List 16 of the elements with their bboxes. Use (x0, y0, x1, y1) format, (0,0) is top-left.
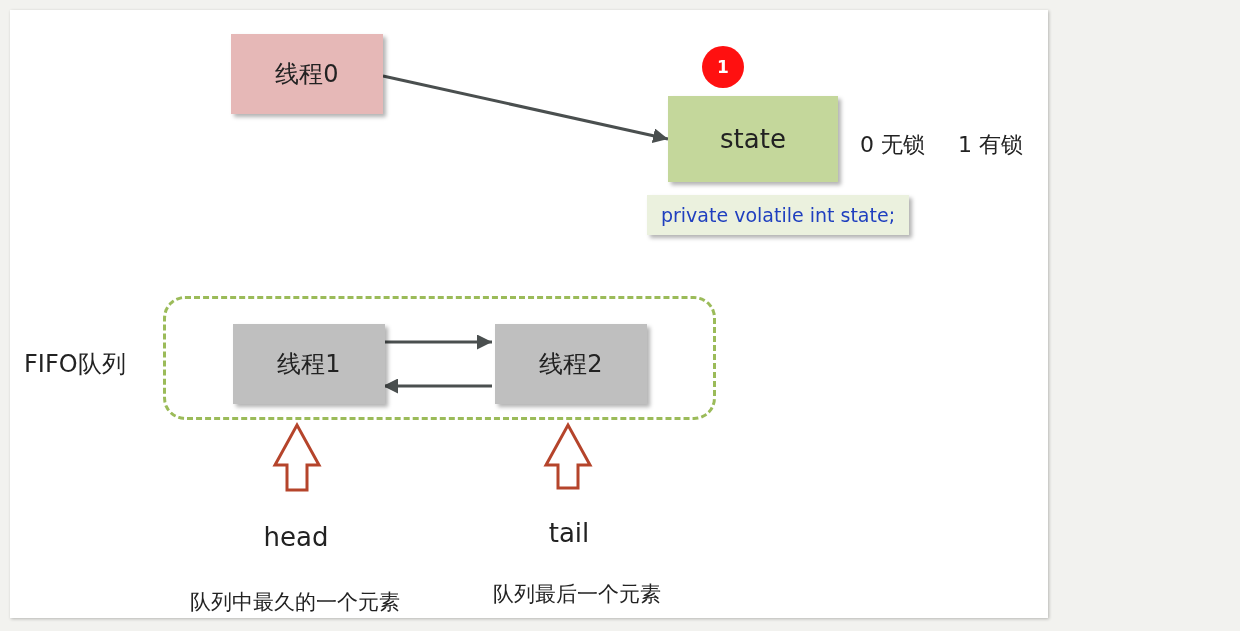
caption-text: 队列中最久的一个元素 (190, 589, 400, 616)
queue-outline (163, 296, 716, 420)
thread-box: 线程2 (495, 324, 647, 404)
caption-text: 0 无锁 (860, 131, 925, 159)
hollow-arrow (543, 421, 593, 490)
pointer-label: head (246, 492, 346, 556)
caption-text: 队列最后一个元素 (493, 581, 661, 608)
code-box: private volatile int state; (647, 195, 909, 235)
thread-box: 线程1 (233, 324, 385, 404)
thread-box: 线程0 (231, 34, 383, 114)
state-box: state (668, 96, 838, 182)
hollow-arrow (272, 421, 322, 492)
arrow (382, 74, 669, 144)
caption-text: 1 有锁 (958, 131, 1023, 159)
pointer-label: tail (519, 490, 619, 552)
queue-label: FIFO队列 (24, 349, 126, 380)
